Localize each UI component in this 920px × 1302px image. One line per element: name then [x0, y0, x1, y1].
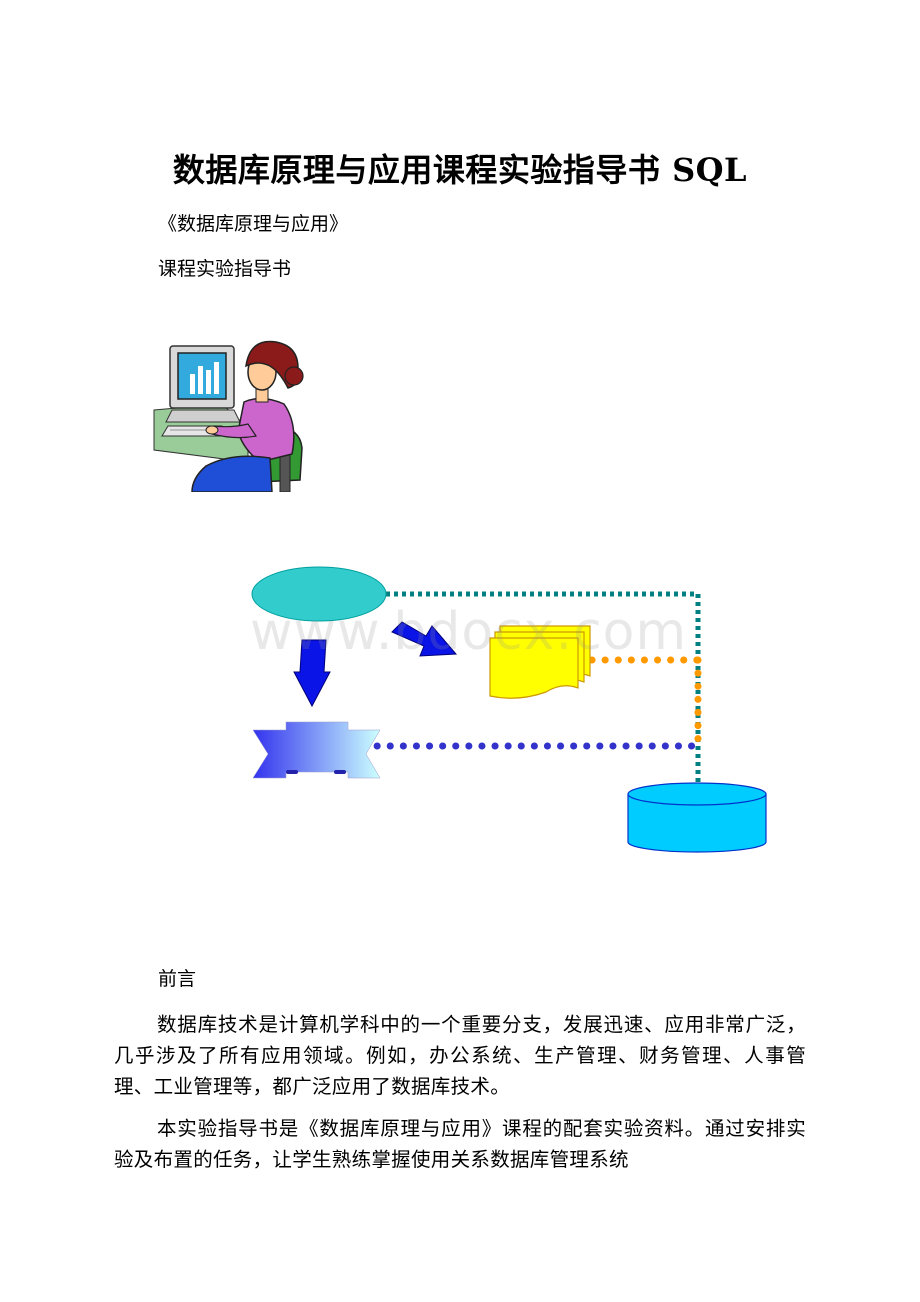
preface-paragraph: 本实验指导书是《数据库原理与应用》课程的配套实验资料。通过安排实验及布置的任务，…: [114, 1117, 806, 1171]
report-documents: [489, 625, 591, 699]
right-arrow: [391, 621, 458, 657]
ribbon-banner: [252, 721, 381, 779]
guide-label: 课程实验指导书: [158, 258, 292, 280]
down-arrow: [293, 639, 331, 708]
preface-heading: 前言: [158, 968, 197, 990]
document-title: 数据库原理与应用课程实验指导书 SQL: [172, 151, 748, 189]
flow-diagram: [251, 566, 767, 853]
database-cylinder: [627, 782, 767, 853]
book-subtitle: 《数据库原理与应用》: [158, 213, 349, 235]
preface-paragraph: 数据库技术是计算机学科中的一个重要分支，发展迅速、应用非常广泛，几乎涉及了所有应…: [114, 1013, 806, 1098]
woman-at-computer-clipart: [153, 340, 304, 492]
process-ellipse: [251, 566, 387, 622]
